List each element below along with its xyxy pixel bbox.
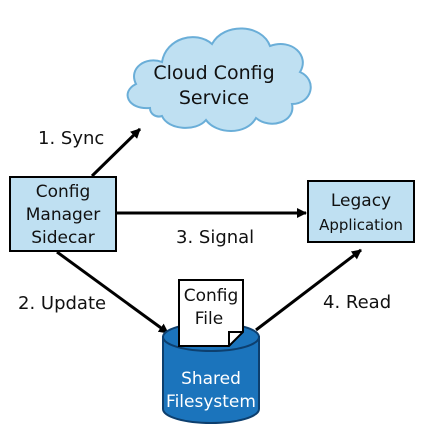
sidecar-label-line3: Sidecar — [31, 228, 95, 248]
read-label: 4. Read — [323, 292, 391, 313]
legacy-box — [307, 180, 415, 243]
cloud-label-line1: Cloud Config — [153, 62, 274, 84]
legacy-label-line2: Application — [319, 216, 403, 234]
document-fold — [228, 331, 243, 346]
filesystem-label-line2: Filesystem — [166, 392, 256, 412]
sync-label: 1. Sync — [38, 128, 104, 149]
cloud-config-service-node: Cloud Config Service — [126, 27, 312, 132]
document-icon — [178, 279, 244, 347]
cloud-label-line2: Service — [179, 87, 249, 109]
config-file-node: Config File — [178, 279, 244, 347]
legacy-label-line1: Legacy — [331, 191, 391, 211]
filesystem-label-line1: Shared — [181, 369, 241, 389]
sidecar-label-line2: Manager — [26, 205, 101, 225]
signal-label: 3. Signal — [176, 227, 254, 248]
update-label: 2. Update — [18, 293, 106, 314]
cloud-shape — [126, 27, 312, 132]
sidecar-label-line1: Config — [36, 182, 91, 202]
cylinder-body — [162, 336, 260, 424]
legacy-application-node: Legacy Application — [307, 180, 415, 243]
config-manager-sidecar-node: Config Manager Sidecar — [9, 176, 117, 252]
sidecar-box — [9, 176, 117, 252]
config-file-label-line2: File — [195, 309, 223, 329]
read-arrow — [255, 248, 362, 332]
config-file-label-line1: Config — [184, 286, 239, 306]
sync-arrow — [90, 127, 142, 178]
update-arrow — [56, 250, 169, 335]
